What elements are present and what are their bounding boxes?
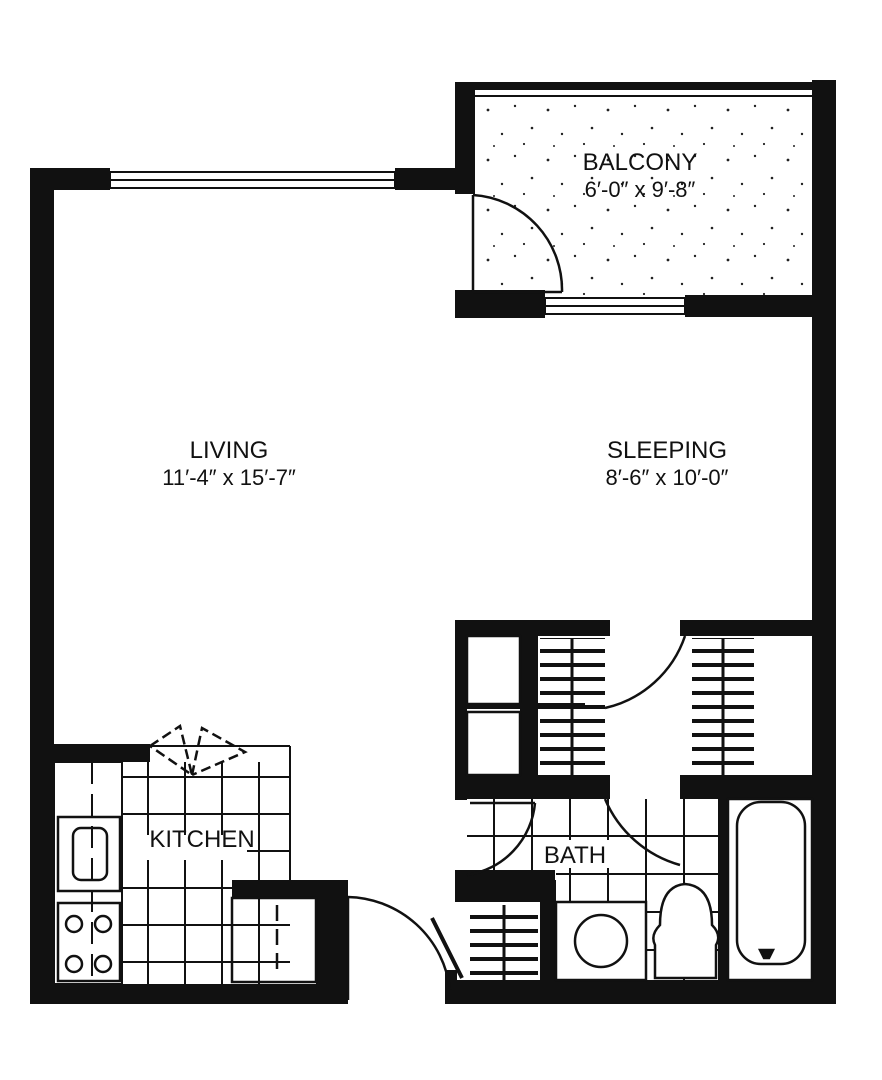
room-dimensions: 11′-4″ x 15′-7″: [162, 465, 296, 490]
bathtub-icon: [726, 797, 814, 982]
room-name: BALCONY: [583, 149, 698, 176]
balcony-door[interactable]: [471, 193, 564, 294]
sink-icon: [56, 815, 122, 893]
room-dimensions: 8′-6″ x 10′-0″: [606, 465, 729, 490]
refrigerator-icon: [230, 896, 318, 984]
room-label-sleeping: SLEEPING 8′-6″ x 10′-0″: [606, 437, 729, 490]
window-living: [109, 171, 396, 189]
entry-door[interactable]: [346, 895, 464, 1000]
kitchen-counter: [53, 761, 123, 985]
stove-icon: [56, 901, 122, 983]
room-label-bath: BATH: [544, 842, 606, 869]
room-label-living: LIVING 11′-4″ x 15′-7″: [162, 437, 296, 490]
room-label-balcony: BALCONY 6′-0″ x 9′-8″: [583, 149, 698, 202]
kitchen-bifold-door[interactable]: [149, 723, 248, 778]
washer-icon: [554, 900, 648, 982]
room-name: SLEEPING: [607, 437, 727, 464]
closet-door[interactable]: [604, 635, 687, 710]
room-name: LIVING: [190, 437, 269, 464]
room-dimensions: 6′-0″ x 9′-8″: [585, 177, 696, 202]
storage-cubbies: [465, 634, 585, 777]
bath-door[interactable]: [466, 798, 681, 877]
balcony-floor: [473, 95, 813, 295]
kitchen-floor: [122, 762, 290, 984]
toilet-icon: [652, 882, 720, 980]
window-sleeping: [544, 297, 686, 315]
room-label-kitchen: KITCHEN: [149, 826, 254, 853]
walls: [30, 80, 836, 1004]
